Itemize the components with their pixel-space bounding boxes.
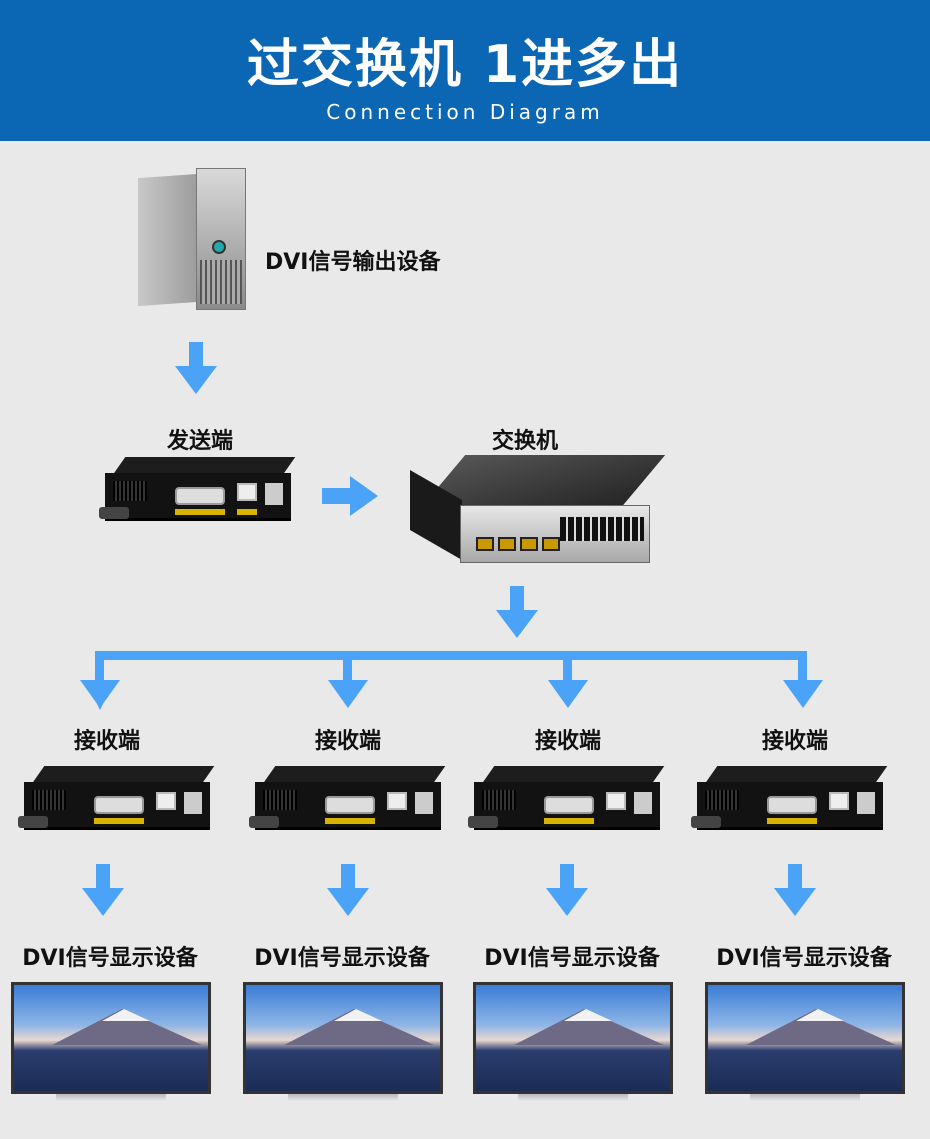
source-label: DVI信号输出设备 [265, 250, 441, 275]
arrow-down-display-2 [327, 864, 369, 916]
page-title: 过交换机 1进多出 [246, 35, 684, 95]
arrow-down-display-1 [82, 864, 124, 916]
network-switch-image [410, 455, 666, 570]
receiver-device-image-4 [691, 766, 888, 836]
receiver-label-3: 接收端 [534, 729, 602, 754]
tv-display-image-4 [705, 982, 905, 1104]
receiver-device-image-3 [468, 766, 665, 836]
arrow-down-source [175, 342, 217, 394]
arrow-down-receiver-3 [548, 680, 588, 708]
transmitter-label: 发送端 [166, 429, 234, 454]
drop-line-1 [95, 651, 104, 681]
receiver-device-image-1 [18, 766, 215, 836]
tv-display-image-2 [243, 982, 443, 1104]
distribution-bar [95, 651, 807, 660]
switch-label: 交换机 [491, 429, 559, 454]
arrow-down-display-4 [774, 864, 816, 916]
arrow-right-transmitter [322, 476, 378, 516]
arrow-down-receiver-2 [328, 680, 368, 708]
display-label-2: DVI信号显示设备 [254, 946, 430, 971]
arrow-down-display-3 [546, 864, 588, 916]
display-label-3: DVI信号显示设备 [484, 946, 660, 971]
receiver-label-2: 接收端 [314, 729, 382, 754]
receiver-label-4: 接收端 [761, 729, 829, 754]
tv-display-image-1 [11, 982, 211, 1104]
display-label-4: DVI信号显示设备 [716, 946, 892, 971]
pc-tower-image [138, 168, 246, 310]
arrow-down-switch [496, 586, 538, 638]
display-label-1: DVI信号显示设备 [22, 946, 198, 971]
drop-line-2 [343, 651, 352, 681]
tv-display-image-3 [473, 982, 673, 1104]
header-banner [0, 0, 930, 141]
page-subtitle: Connection Diagram [326, 100, 604, 124]
transmitter-device-image [99, 457, 296, 527]
drop-line-3 [563, 651, 572, 681]
receiver-label-1: 接收端 [73, 729, 141, 754]
drop-line-4 [798, 651, 807, 681]
arrow-down-receiver-1 [80, 680, 120, 710]
arrow-down-receiver-4 [783, 680, 823, 708]
receiver-device-image-2 [249, 766, 446, 836]
